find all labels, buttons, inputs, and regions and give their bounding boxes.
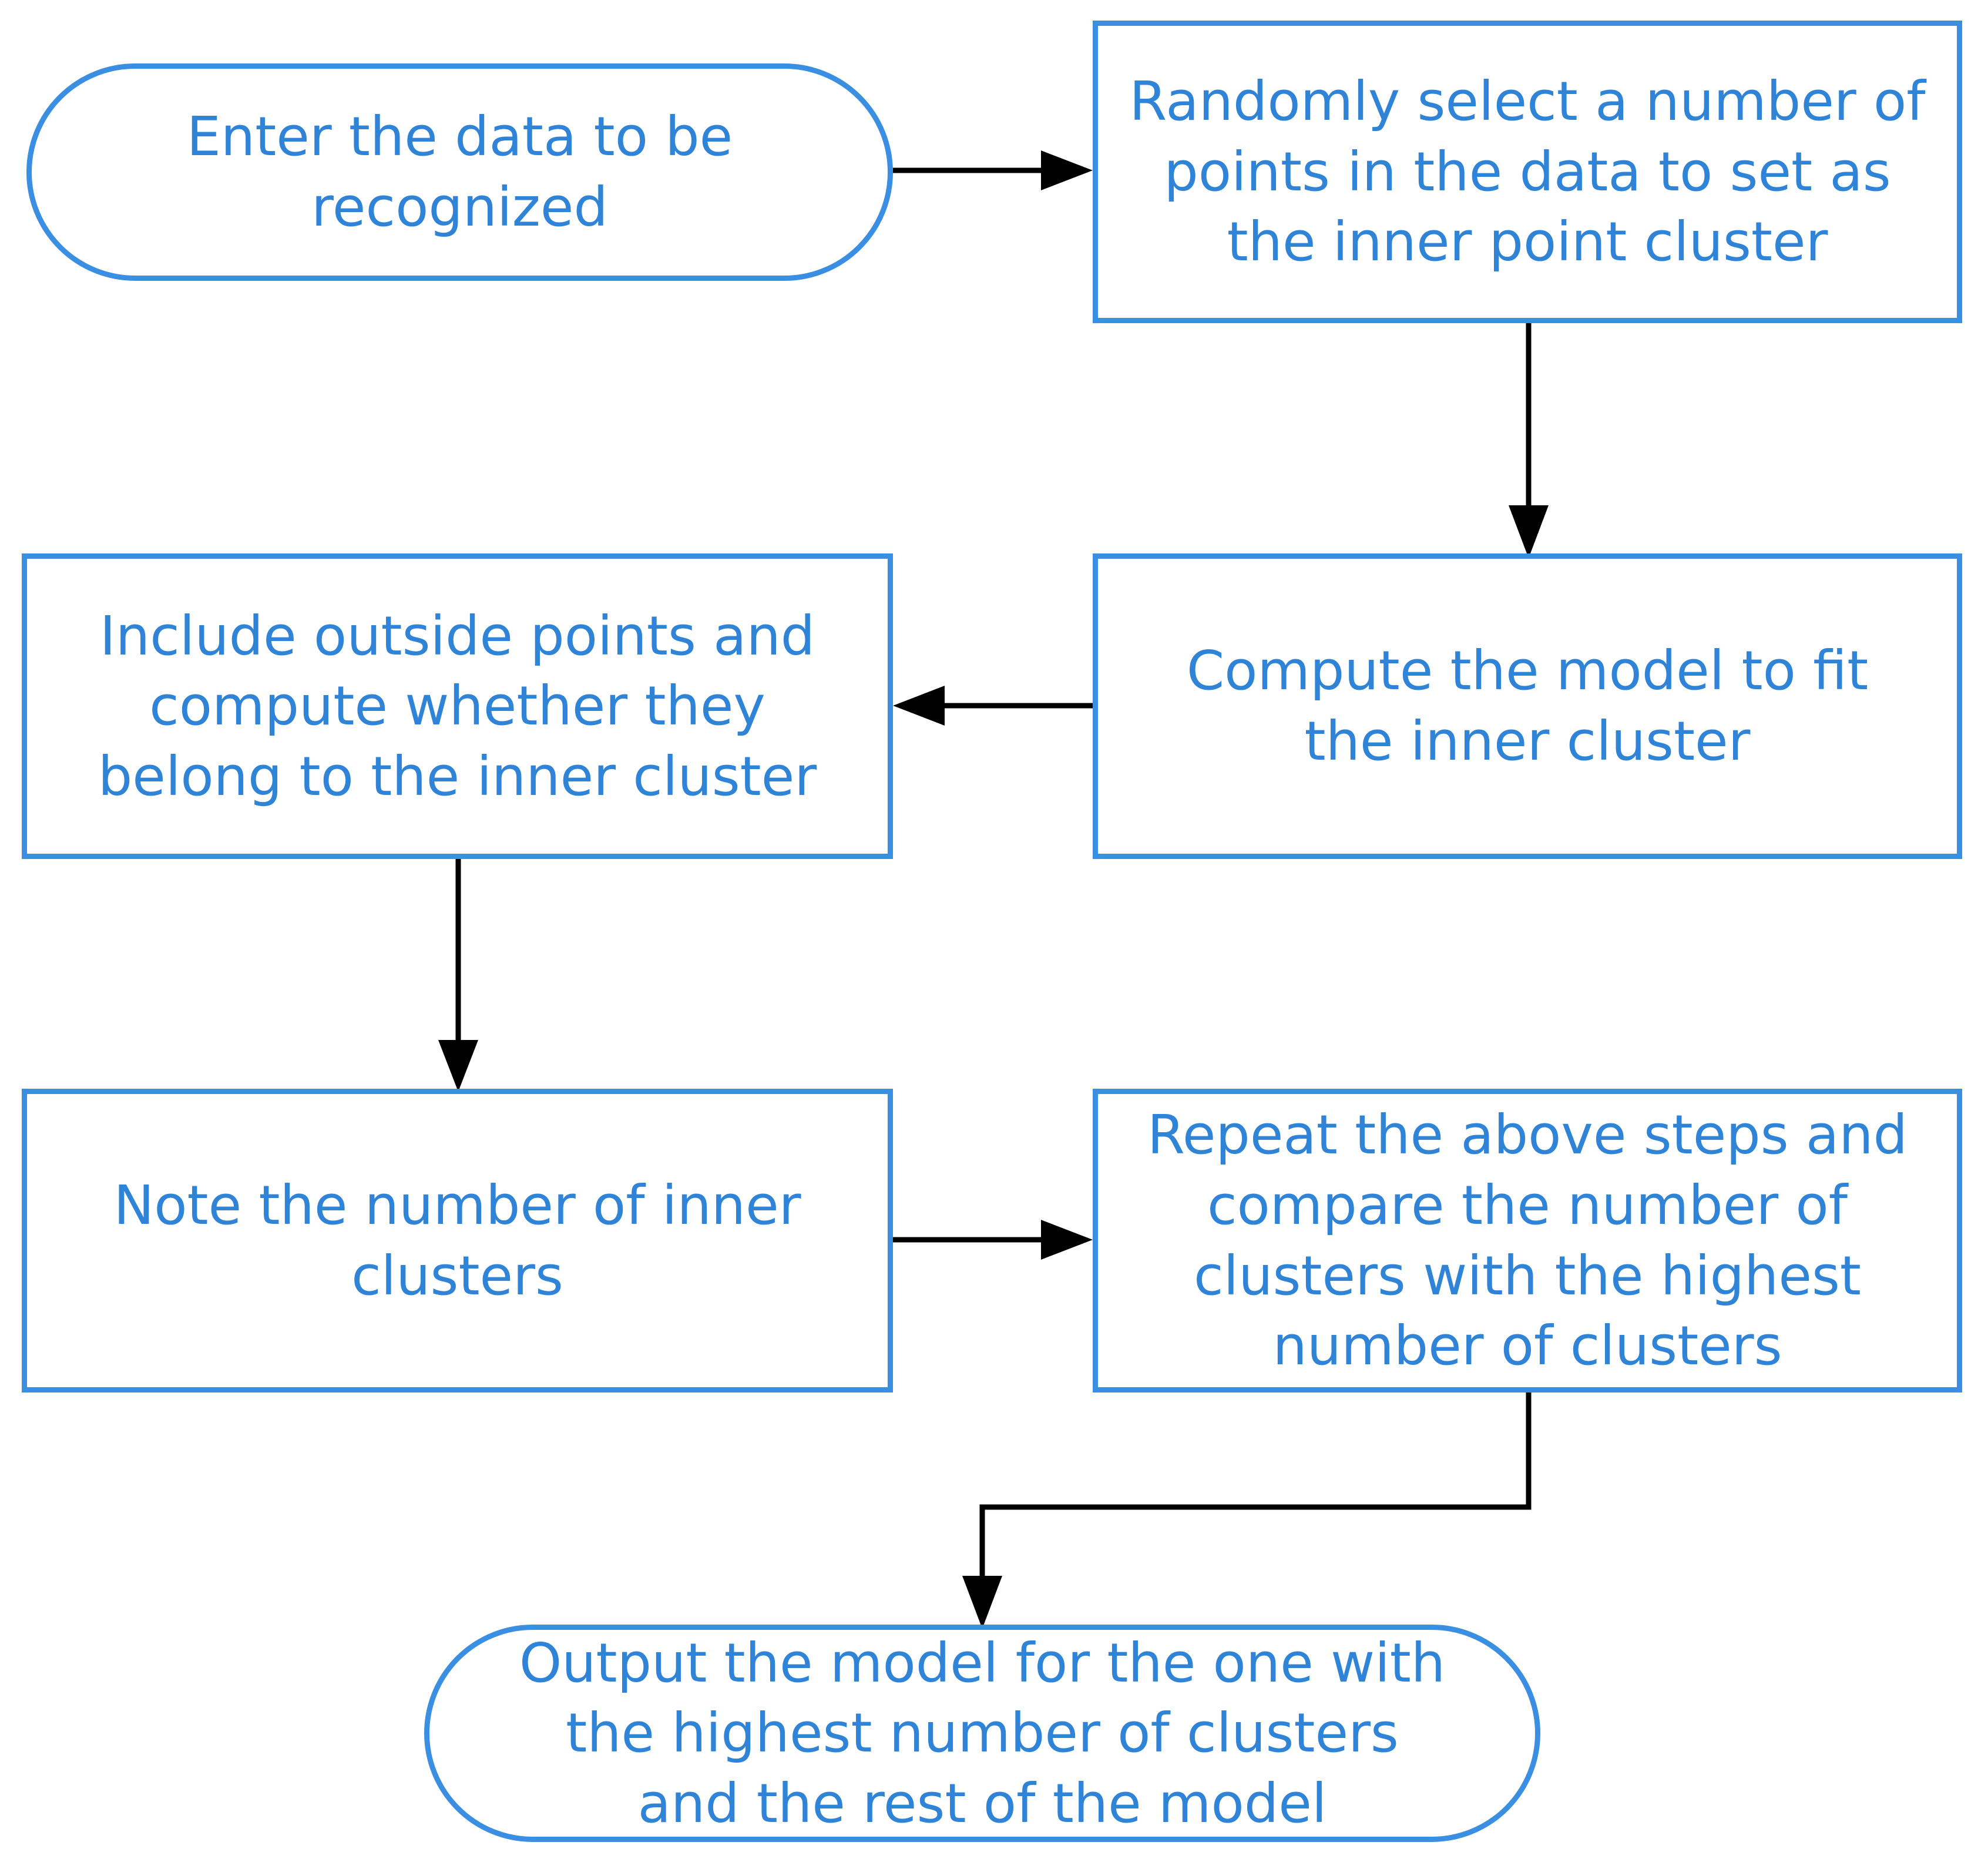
output-node-label: Output the model for the one with the hi…	[519, 1631, 1446, 1835]
note-clusters-node: Note the number of inner clusters	[22, 1089, 893, 1392]
start-node-label: Enter the data to be recognized	[186, 105, 733, 239]
arrowhead-include	[893, 686, 945, 726]
compute-model-node: Compute the model to fit the inner clust…	[1093, 553, 1962, 859]
repeat-steps-node: Repeat the above steps and compare the n…	[1093, 1089, 1962, 1392]
arrow-repeat-to-output	[979, 1392, 1532, 1581]
repeat-steps-label: Repeat the above steps and compare the n…	[1147, 1103, 1908, 1378]
arrowhead-repeat	[1041, 1220, 1093, 1260]
compute-model-label: Compute the model to fit the inner clust…	[1186, 639, 1869, 773]
select-points-node: Randomly select a number of points in th…	[1093, 21, 1962, 323]
start-node: Enter the data to be recognized	[26, 63, 893, 281]
note-clusters-label: Note the number of inner clusters	[113, 1173, 801, 1307]
include-outside-node: Include outside points and compute wheth…	[22, 553, 893, 859]
include-outside-label: Include outside points and compute wheth…	[98, 604, 817, 808]
select-points-label: Randomly select a number of points in th…	[1129, 70, 1926, 274]
output-node: Output the model for the one with the hi…	[424, 1625, 1540, 1842]
arrowhead-note	[438, 1040, 478, 1092]
arrowhead-output	[962, 1576, 1002, 1629]
arrowhead-select	[1041, 150, 1093, 190]
arrowhead-fit	[1509, 505, 1549, 558]
